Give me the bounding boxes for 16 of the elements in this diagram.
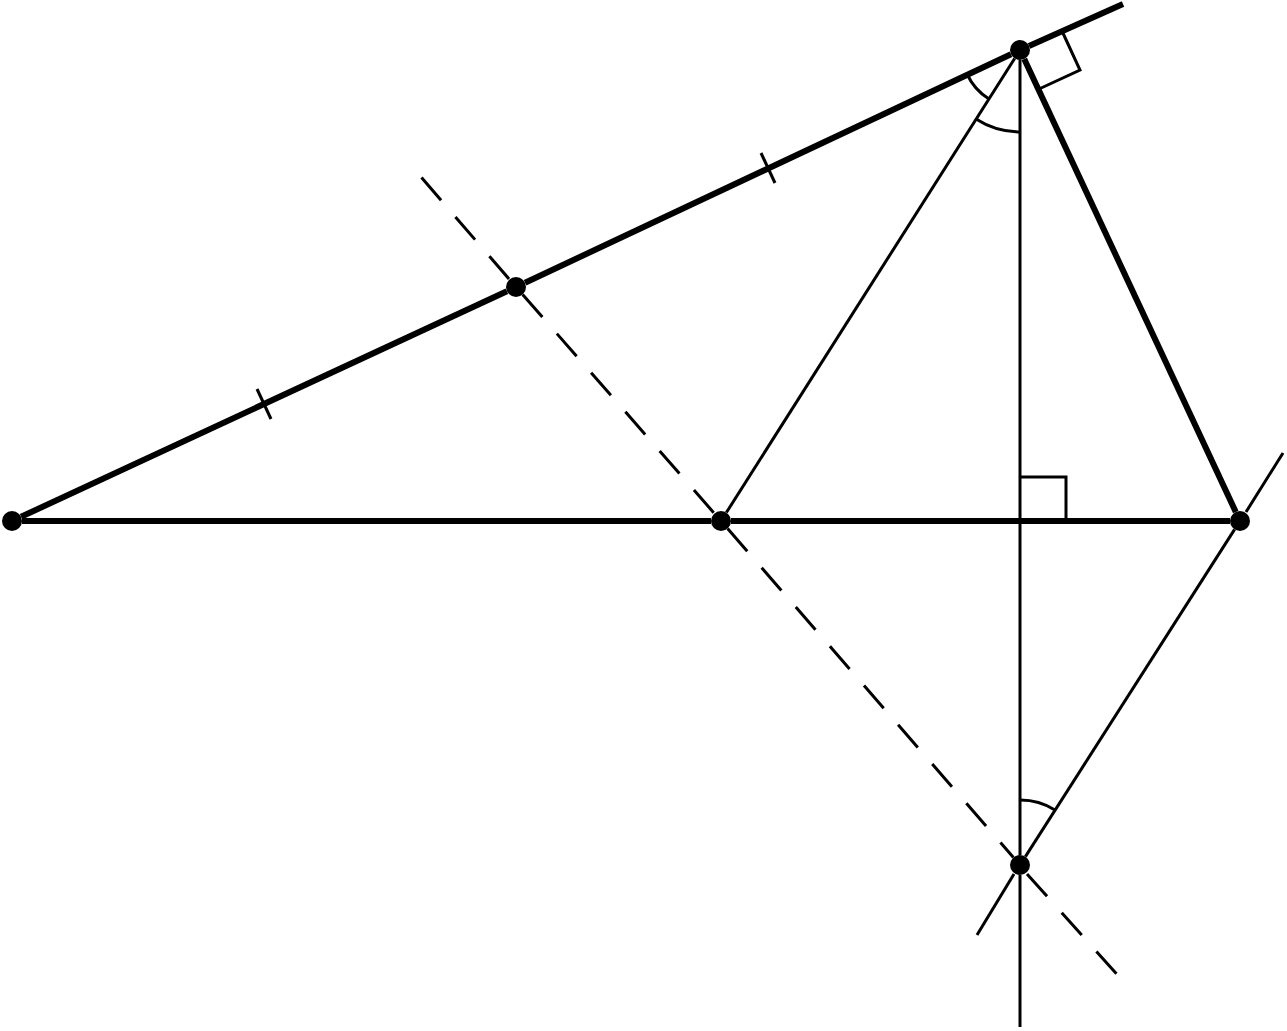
point-dot — [2, 511, 22, 531]
line-segment — [726, 527, 1015, 859]
line-segment — [731, 518, 1230, 524]
point-dot — [1010, 855, 1030, 875]
point-dot — [1230, 511, 1250, 531]
point-dot — [1010, 40, 1030, 60]
line-segment — [19, 288, 509, 520]
line-segment — [1021, 57, 1239, 514]
point-dot — [711, 511, 731, 531]
line-segment — [1018, 60, 1022, 855]
line-segment — [521, 293, 716, 515]
point-dot — [506, 277, 526, 297]
line-segment — [1024, 528, 1236, 858]
line-segment — [22, 518, 711, 524]
line-segment — [725, 57, 1016, 514]
line-segment — [523, 51, 1013, 286]
